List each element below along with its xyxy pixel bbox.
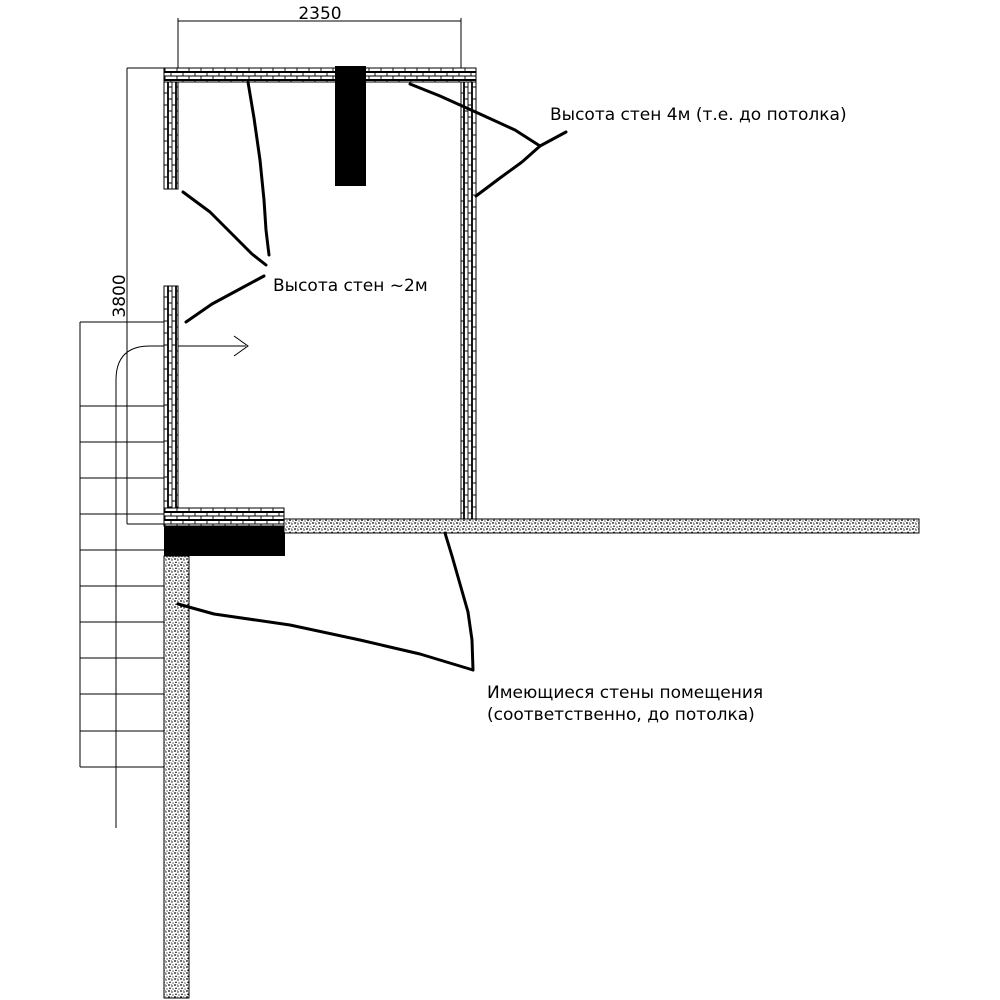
leader-4m-top xyxy=(408,82,542,148)
annotation-walls-4m: Высота стен 4м (т.е. до потолка) xyxy=(550,105,847,125)
dimension-height-label: 3800 xyxy=(110,274,130,317)
top-brick-wall xyxy=(163,67,477,83)
existing-walls xyxy=(163,518,920,999)
dimension-width: 2350 xyxy=(177,4,462,68)
leader-2m-lower xyxy=(184,274,266,324)
leader-2m-upper xyxy=(181,190,268,267)
chimney-block xyxy=(335,66,366,186)
solid-beam xyxy=(164,526,285,556)
bottom-brick-wall xyxy=(163,507,285,527)
annotation-existing-walls-line1: Имеющиеся стены помещения xyxy=(487,683,763,703)
leader-4m-right xyxy=(474,130,568,198)
dimension-width-label: 2350 xyxy=(298,4,341,24)
staircase xyxy=(79,321,164,768)
existing-wall-horizontal xyxy=(283,518,920,534)
leader-lines xyxy=(176,80,568,672)
dimension-height: 3800 xyxy=(110,67,166,525)
stair-direction-arrow xyxy=(115,335,249,828)
annotation-walls-2m: Высота стен ~2м xyxy=(273,276,428,296)
left-brick-wall-upper xyxy=(163,81,179,190)
right-brick-wall xyxy=(460,81,477,521)
leader-2m-vertical xyxy=(246,80,271,257)
left-brick-wall-lower xyxy=(163,285,179,509)
brick-walls xyxy=(163,67,477,527)
annotation-existing-walls-line2: (соответственно, до потолка) xyxy=(487,705,755,725)
leader-existing-vertical xyxy=(443,531,475,672)
leader-existing-horizontal xyxy=(176,602,475,672)
existing-wall-vertical xyxy=(163,555,190,999)
